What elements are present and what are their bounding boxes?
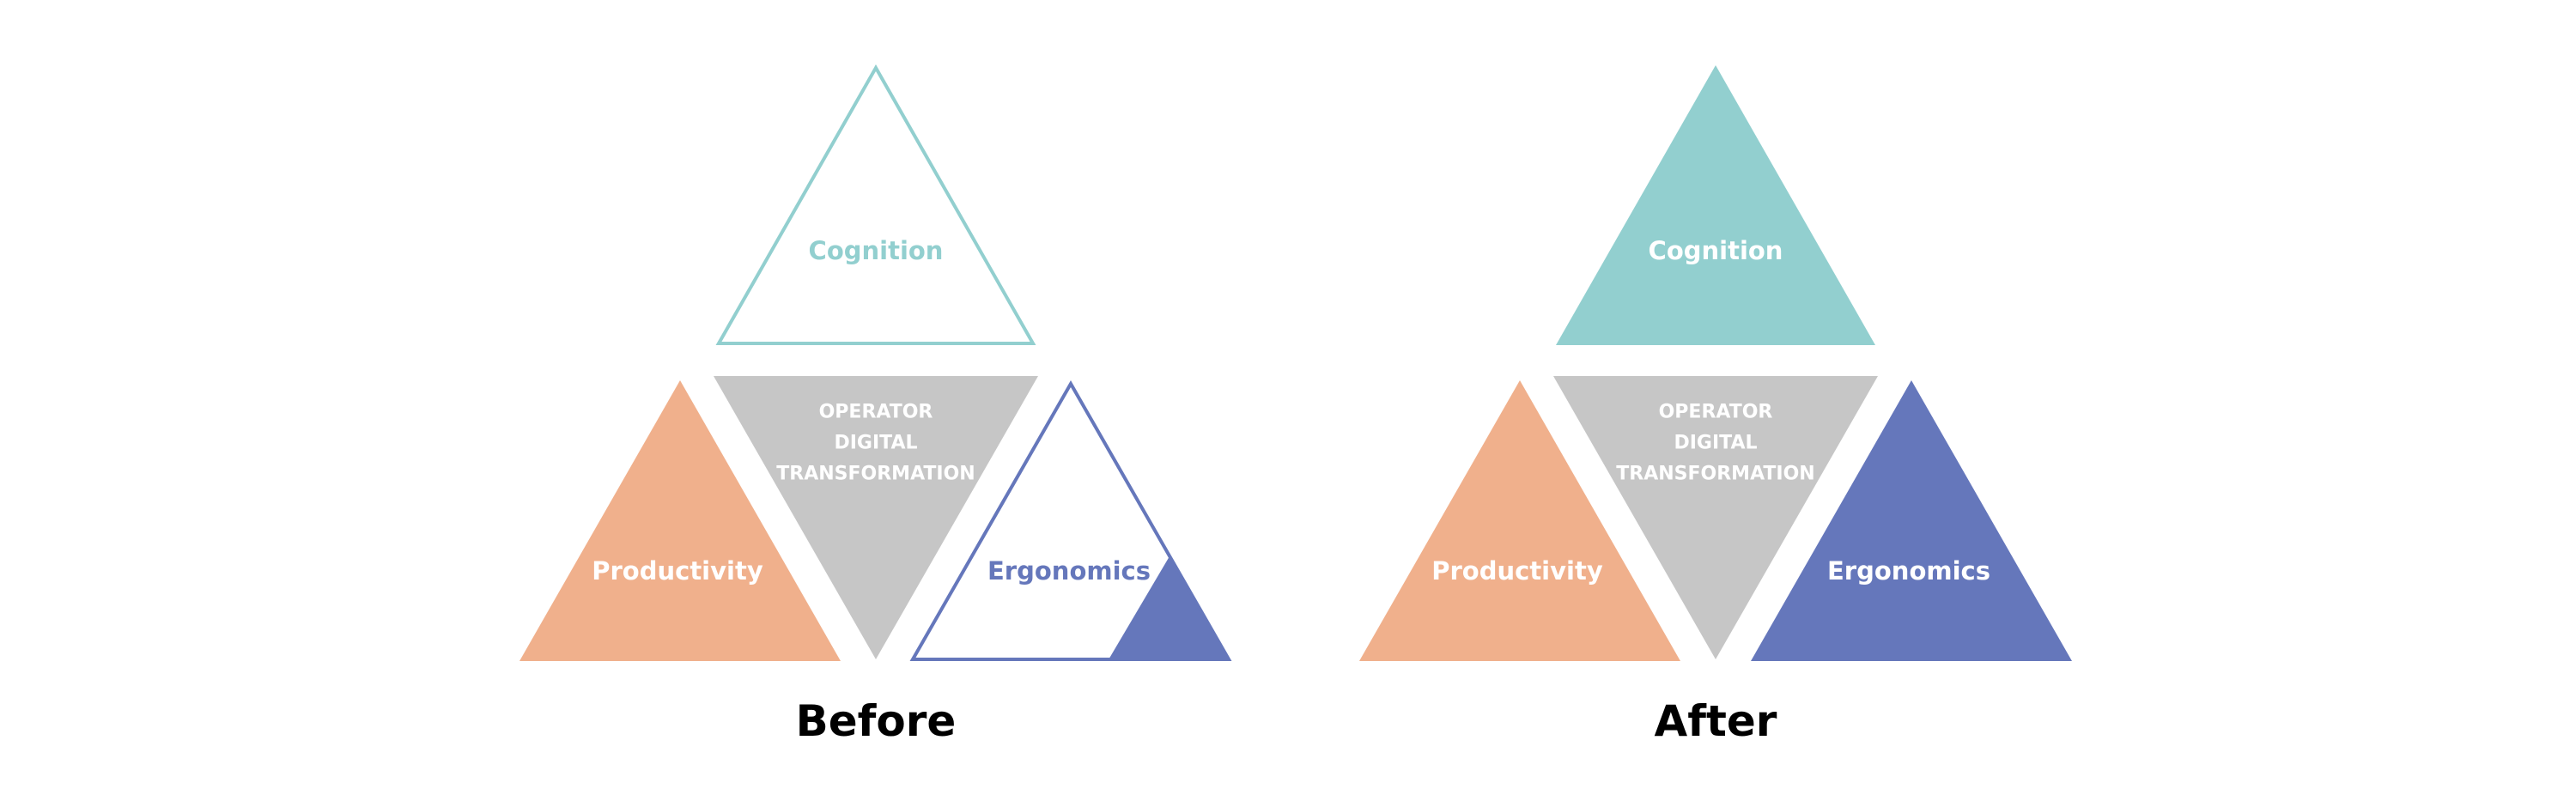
before-productivity-label: Productivity (592, 556, 763, 586)
after-caption: After (1655, 696, 1777, 746)
after-productivity-label: Productivity (1431, 556, 1603, 586)
before-center-line3: TRANSFORMATION (776, 464, 975, 485)
before-cognition-label: Cognition (809, 236, 944, 265)
before-diagram: Cognition OPERATOR DIGITAL TRANSFORMATIO… (519, 64, 1232, 746)
after-ergonomics-triangle (1751, 380, 2072, 661)
after-center-triangle (1553, 376, 1878, 659)
before-caption: Before (796, 696, 957, 746)
before-productivity-triangle (519, 380, 841, 661)
before-center-triangle (714, 376, 1038, 659)
after-cognition-triangle (1556, 65, 1875, 345)
after-center-line3: TRANSFORMATION (1616, 464, 1814, 485)
before-cognition-triangle (715, 64, 1036, 345)
before-ergonomics-label: Ergonomics (987, 556, 1151, 586)
after-ergonomics-label: Ergonomics (1827, 556, 1990, 586)
after-cognition-label: Cognition (1649, 236, 1783, 265)
after-diagram: Cognition OPERATOR DIGITAL TRANSFORMATIO… (1359, 65, 2072, 746)
after-center-line2: DIGITAL (1674, 433, 1757, 454)
before-ergonomics-triangle (909, 379, 1232, 661)
before-center-line2: DIGITAL (834, 433, 917, 454)
after-productivity-triangle (1359, 380, 1680, 661)
before-ergonomics-partial-fill (1108, 556, 1230, 661)
after-center-line1: OPERATOR (1659, 402, 1773, 423)
before-center-line1: OPERATOR (819, 402, 933, 423)
